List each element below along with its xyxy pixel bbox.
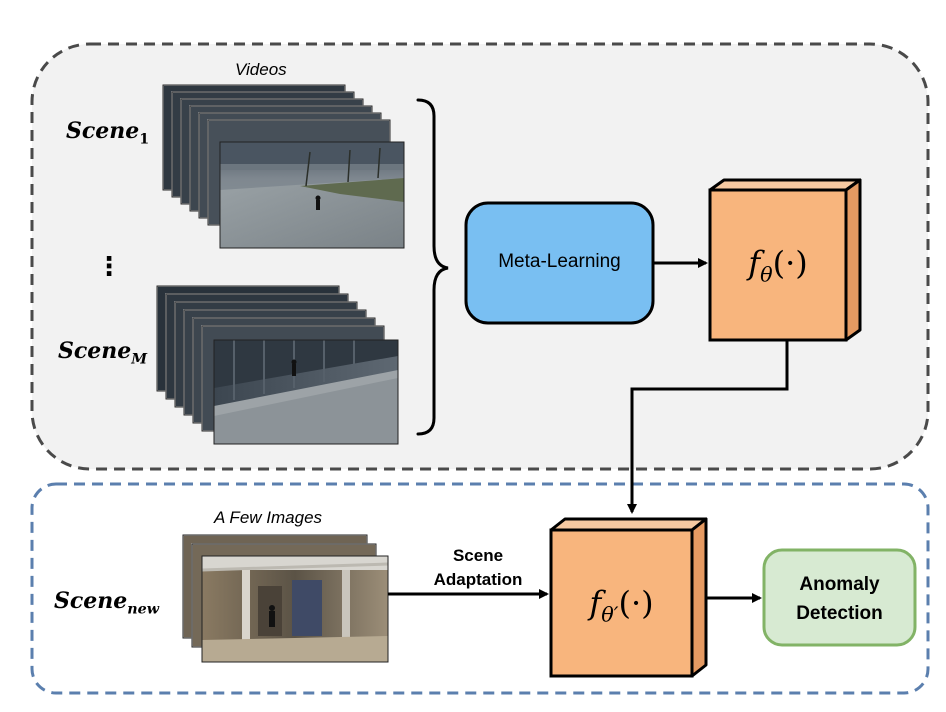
adapted-model-func: f <box>589 584 602 622</box>
few-images-front <box>201 555 389 663</box>
scene-new-name: Scene <box>54 588 128 614</box>
scene-1-subscript: 1 <box>139 131 150 148</box>
arrow-model-to-adapted <box>627 340 789 514</box>
scene-1-label: Scene1 <box>66 118 149 147</box>
anomaly-line2: Detection <box>796 603 883 624</box>
scene-1-front-frame <box>219 141 405 249</box>
scene-new-label: Scenenew <box>54 588 159 617</box>
adapted-model-param: θ′ <box>601 602 619 627</box>
scene-1-name: Scene <box>66 118 140 144</box>
scene-adaptation-line1: Scene <box>452 546 504 565</box>
scene-new-subscript: new <box>127 601 160 618</box>
few-images-stack <box>182 534 389 663</box>
ellipsis: ⋮ <box>96 252 122 282</box>
scene-m-name: Scene <box>58 338 132 364</box>
anomaly-detection-label: Anomaly Detection <box>764 570 915 628</box>
scene-m-subscript: M <box>131 351 148 368</box>
grouping-brace <box>416 98 449 436</box>
scene-1-video-stack <box>162 84 405 249</box>
scene-adaptation-label: Scene Adaptation <box>418 544 538 592</box>
adapted-model-label: fθ′(·) <box>551 584 692 626</box>
model-arg: (·) <box>772 244 808 282</box>
scene-adaptation-line2: Adaptation <box>433 570 523 589</box>
anomaly-line1: Anomaly <box>799 574 880 595</box>
scene-m-video-stack <box>156 285 399 445</box>
anomaly-detection-box <box>762 548 917 647</box>
scene-m-label: SceneM <box>58 338 147 367</box>
adapted-model-cube <box>549 517 708 678</box>
model-label: fθ(·) <box>710 244 846 286</box>
adapted-model-arg: (·) <box>618 584 654 622</box>
meta-learning-label: Meta-Learning <box>498 251 621 272</box>
model-cube <box>708 178 862 342</box>
model-param: θ <box>760 262 773 287</box>
scene-m-front-frame <box>213 339 399 445</box>
model-func: f <box>748 244 761 282</box>
videos-label: Videos <box>235 60 287 79</box>
few-images-label: A Few Images <box>214 508 323 527</box>
